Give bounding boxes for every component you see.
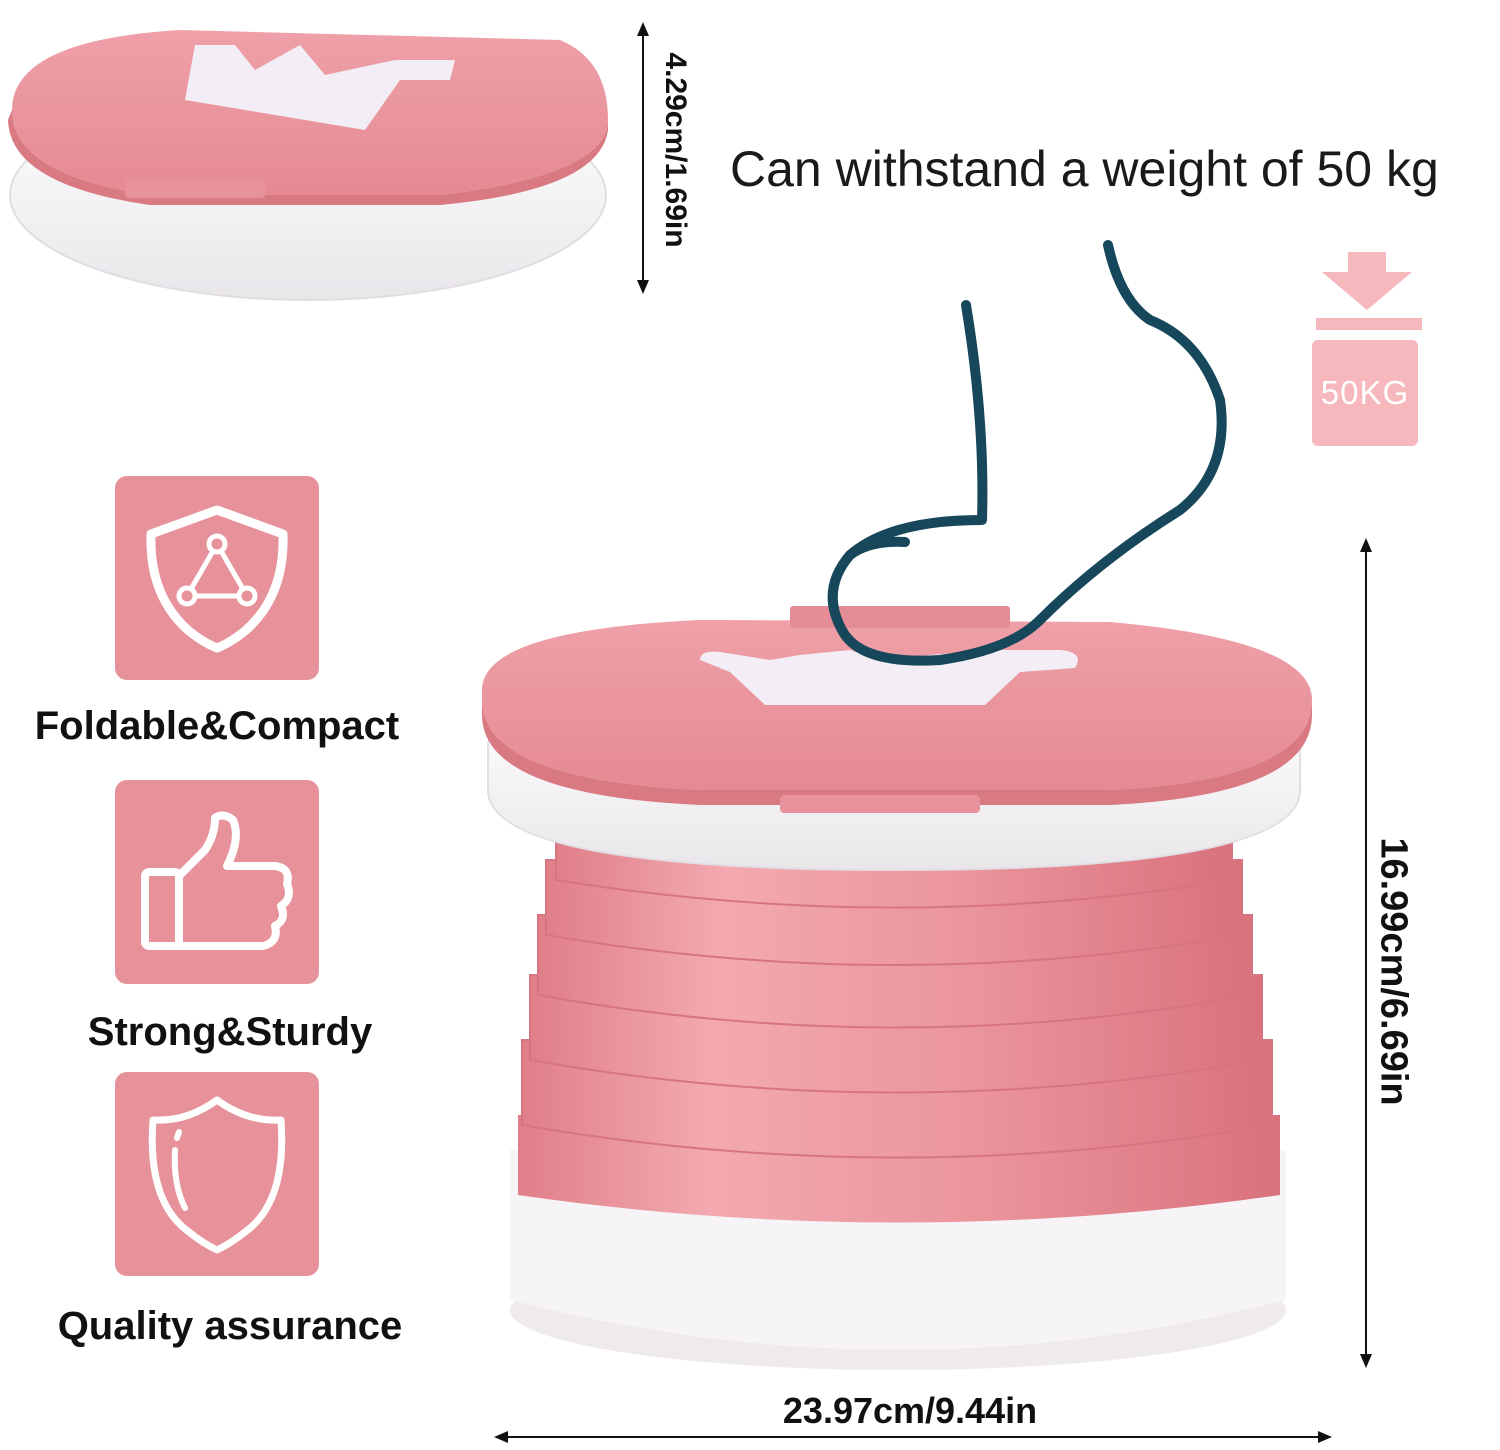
folded-height-arrow xyxy=(637,22,649,294)
foot-outline-icon xyxy=(827,240,1227,666)
feature-tile-foldable xyxy=(115,476,319,680)
width-label: 23.97cm/9.44in xyxy=(782,1390,1038,1431)
weight-badge-label: 50KG xyxy=(1320,374,1410,411)
feature-tile-quality xyxy=(115,1072,319,1276)
shield-triangle-icon xyxy=(146,505,288,653)
thumbs-up-icon xyxy=(141,811,293,950)
feature-label-sturdy: Strong&Sturdy xyxy=(87,1010,373,1054)
expanded-height-arrow xyxy=(1360,538,1372,1368)
folded-stool-image xyxy=(8,30,608,301)
feature-label-quality: Quality assurance xyxy=(57,1304,403,1348)
width-arrow xyxy=(494,1431,1332,1443)
weight-capacity-headline: Can withstand a weight of 50 kg xyxy=(730,141,1439,197)
folded-height-label: 4.29cm/1.69in xyxy=(659,52,692,248)
weight-icon xyxy=(1312,252,1422,446)
feature-label-foldable: Foldable&Compact xyxy=(34,704,400,748)
expanded-height-label: 16.99cm/6.69in xyxy=(1372,837,1415,1106)
expanded-stool-image xyxy=(482,606,1312,1370)
shield-icon xyxy=(148,1096,286,1254)
feature-tile-sturdy xyxy=(115,780,319,984)
